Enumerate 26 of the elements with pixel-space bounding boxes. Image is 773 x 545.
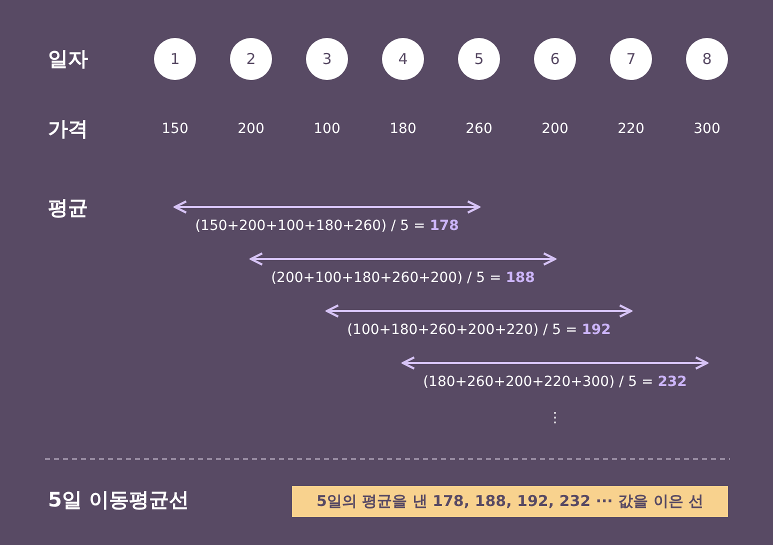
price-value: 260 [466, 121, 492, 137]
row-heading: 일자 [48, 46, 88, 72]
price-value: 220 [618, 121, 644, 137]
formula-text: (100+180+260+200+220) / 5 = 192 [347, 322, 611, 338]
price-value: 150 [162, 121, 188, 137]
formula-text: (180+260+200+220+300) / 5 = 232 [423, 374, 687, 390]
formula-text: (200+100+180+260+200) / 5 = 188 [271, 270, 535, 286]
price-value: 180 [390, 121, 416, 137]
day-circle: 7 [610, 38, 652, 80]
price-value: 200 [542, 121, 568, 137]
highlight-note: 5일의 평균을 낸 178, 188, 192, 232 ··· 값을 이은 선 [292, 486, 728, 517]
row-heading: 5일 이동평균선 [48, 486, 189, 514]
day-circle: 2 [230, 38, 272, 80]
day-circle: 1 [154, 38, 196, 80]
price-value: 100 [314, 121, 340, 137]
day-circle: 3 [306, 38, 348, 80]
day-circle: 4 [382, 38, 424, 80]
ellipsis: ⋮ [548, 410, 562, 426]
day-circle: 6 [534, 38, 576, 80]
day-circle: 8 [686, 38, 728, 80]
price-value: 200 [238, 121, 264, 137]
price-value: 300 [694, 121, 720, 137]
row-heading: 가격 [48, 116, 88, 142]
day-circle: 5 [458, 38, 500, 80]
row-heading: 평균 [48, 194, 88, 222]
formula-text: (150+200+100+180+260) / 5 = 178 [195, 218, 459, 234]
